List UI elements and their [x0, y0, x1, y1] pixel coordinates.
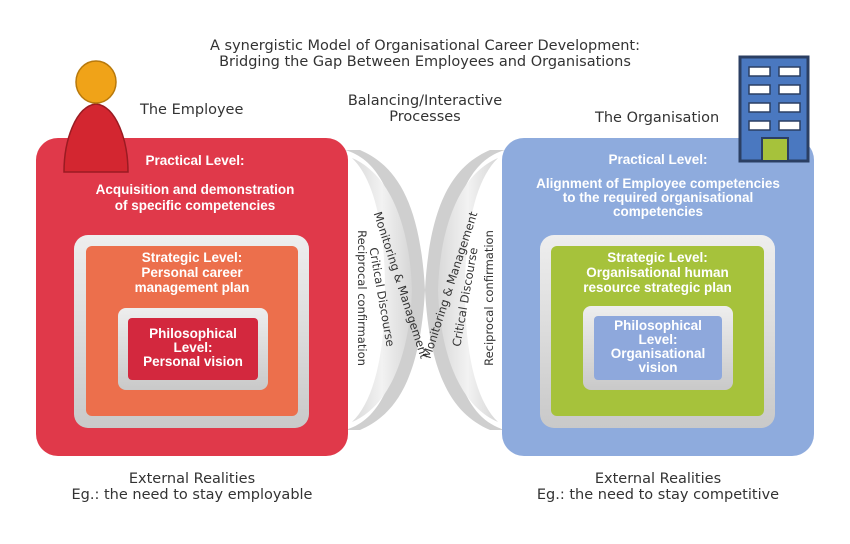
employee-philosophical-text: Philosophical Level: Personal vision [128, 327, 258, 369]
employee-strategic-text: Strategic Level: Personal career managem… [86, 250, 298, 295]
organisation-external-realities: External Realities Eg.: the need to stay… [502, 471, 814, 503]
organisation-external-line-1: External Realities [594, 471, 722, 487]
employee-heading: The Employee [140, 102, 244, 118]
organisation-philosophical-box [594, 316, 722, 380]
organisation-philosophical-line-1: Philosophical [614, 318, 702, 333]
employee-strategic-line-2: management plan [134, 280, 250, 295]
person-icon [63, 60, 129, 173]
left-arc-band [345, 150, 425, 430]
title-line-1: A synergistic Model of Organisational Ca… [209, 38, 641, 54]
organisation-philosophical-line-3: Organisational [610, 346, 706, 361]
organisation-philosophical-text: Philosophical Level: Organisational visi… [594, 319, 722, 375]
employee-practical-text: Practical Level: Acquisition and demonst… [60, 153, 330, 214]
organisation-external-line-2: Eg.: the need to stay competitive [536, 487, 780, 503]
right-arc-outer-label: Reciprocal confirmation [482, 230, 496, 366]
organisation-practical-text: Practical Level: Alignment of Employee c… [512, 153, 804, 219]
organisation-philosophical-line-4: vision [638, 360, 678, 375]
organisation-strategic-line-1: Organisational human [586, 265, 729, 280]
building-icon [738, 55, 810, 163]
organisation-strategic-text: Strategic Level: Organisational human re… [551, 250, 764, 295]
organisation-practical-line-2: to the required organisational [562, 190, 754, 205]
employee-strategic-line-1: Personal career [141, 265, 243, 280]
organisation-strategic-title: Strategic Level: [607, 250, 708, 265]
employee-philosophical-box [128, 318, 258, 380]
middle-heading: Balancing/Interactive Processes [320, 93, 530, 125]
employee-practical-line-1: Acquisition and demonstration [95, 182, 295, 197]
employee-practical-line-2: of specific competencies [114, 198, 276, 213]
organisation-philosophical-line-2: Level: [638, 332, 678, 347]
employee-strategic-title: Strategic Level: [141, 250, 243, 265]
middle-heading-line-2: Processes [389, 109, 461, 125]
employee-philosophical-line-1: Philosophical [149, 326, 237, 341]
organisation-practical-title: Practical Level: [608, 152, 708, 167]
right-arc-band [425, 150, 505, 430]
page-title: A synergistic Model of Organisational Ca… [0, 38, 850, 70]
title-line-2: Bridging the Gap Between Employees and O… [219, 54, 631, 70]
organisation-practical-line-3: competencies [612, 204, 704, 219]
employee-external-line-2: Eg.: the need to stay employable [71, 487, 313, 503]
organisation-strategic-line-2: resource strategic plan [583, 280, 732, 295]
employee-philosophical-line-2: Level: [173, 340, 213, 355]
middle-heading-line-1: Balancing/Interactive [347, 93, 503, 109]
employee-philosophical-line-3: Personal vision [143, 354, 243, 369]
organisation-practical-line-1: Alignment of Employee competencies [536, 176, 780, 191]
employee-external-realities: External Realities Eg.: the need to stay… [36, 471, 348, 503]
employee-external-line-1: External Realities [128, 471, 256, 487]
employee-practical-title: Practical Level: [145, 153, 245, 168]
organisation-heading: The Organisation [595, 110, 720, 126]
